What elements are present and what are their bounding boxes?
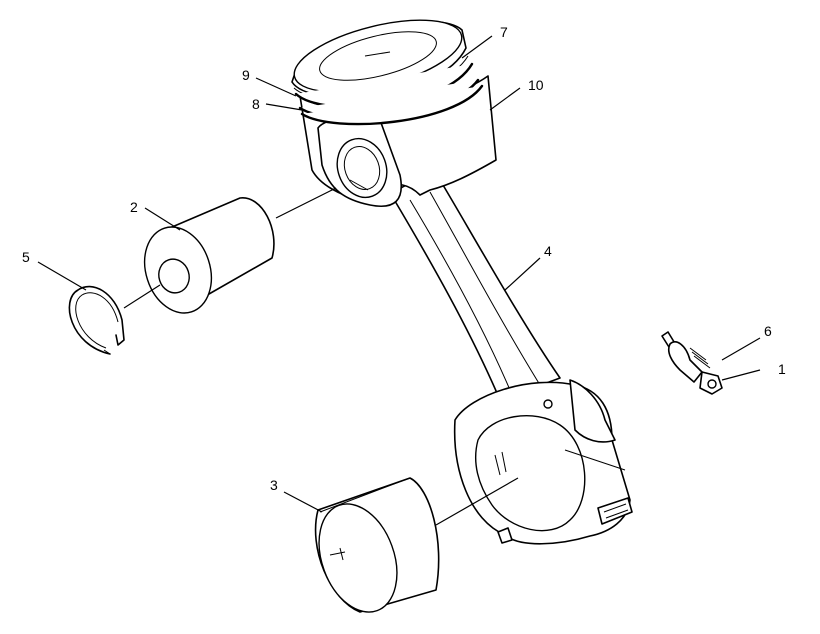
callout-4: 4 (544, 243, 552, 259)
rod-bolt-and-nut (661, 331, 723, 395)
connecting-rod-bearing (314, 477, 440, 613)
callout-3: 3 (270, 477, 278, 493)
callout-8: 8 (252, 96, 260, 112)
retaining-ring (68, 285, 125, 355)
callout-2: 2 (130, 199, 138, 215)
leader-lines (37, 35, 761, 526)
piston-pin (143, 197, 275, 314)
callout-10: 10 (528, 77, 544, 93)
callouts: 1 2 3 4 5 6 7 8 9 10 (22, 24, 786, 493)
piston (291, 19, 497, 207)
callout-1: 1 (778, 361, 786, 377)
connecting-rod (391, 178, 633, 545)
callout-6: 6 (764, 323, 772, 339)
callout-9: 9 (242, 67, 250, 83)
callout-7: 7 (500, 24, 508, 40)
callout-5: 5 (22, 249, 30, 265)
